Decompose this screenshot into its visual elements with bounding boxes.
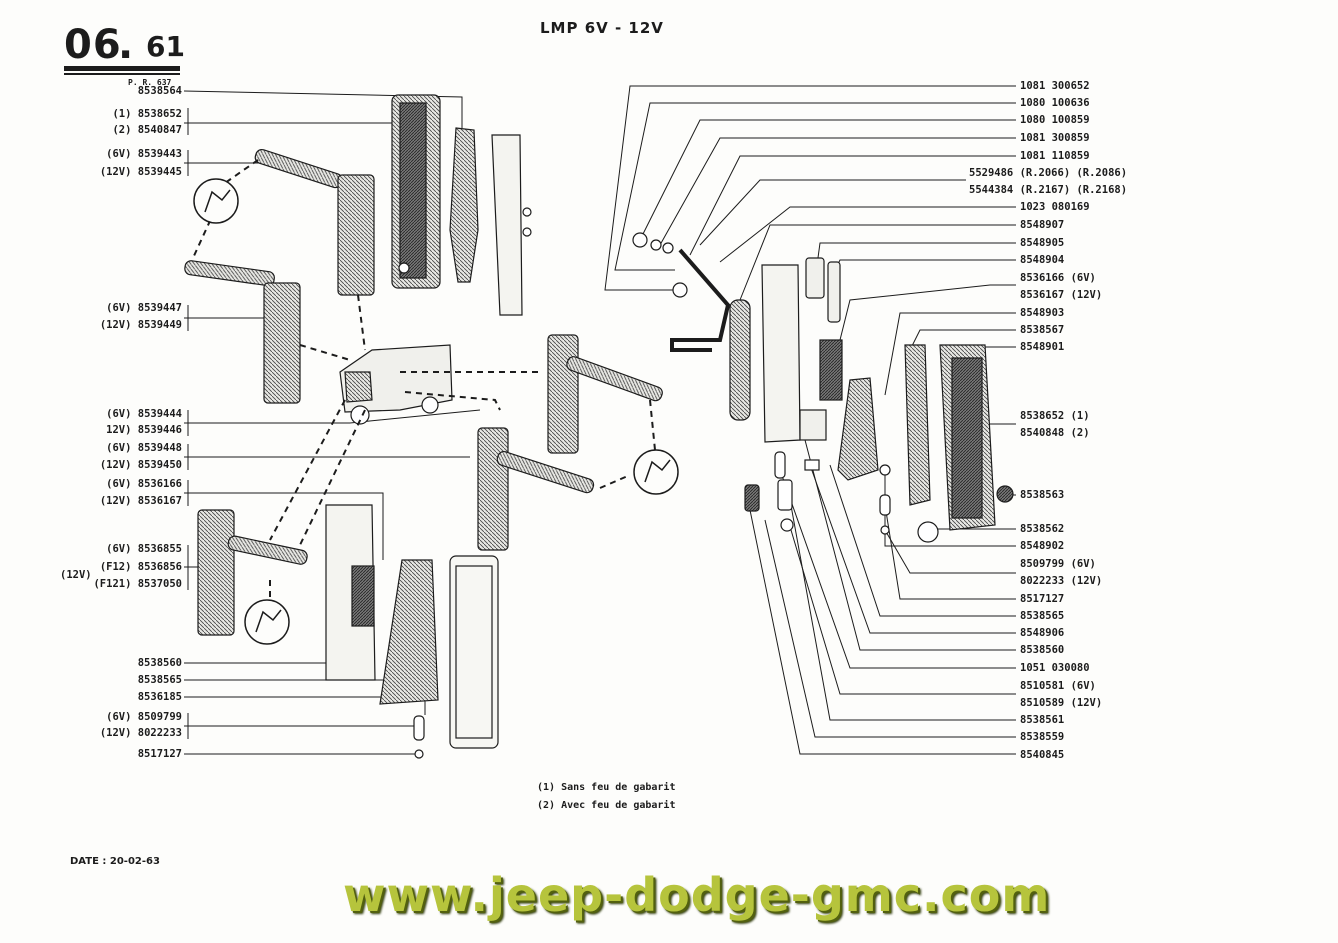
dashed-connectors [192,159,656,600]
part-label: (12V) 8539450 [99,459,182,471]
header-rule-thin [64,73,180,75]
right-cover [904,344,931,506]
part-label: (6V) 8536166 [106,478,182,490]
part-label: 8022233 (12V) [1020,575,1103,587]
lower-bracket [325,504,376,681]
part-label: (6V) 8539447 [106,302,182,314]
part-label: 5544384 (R.2167) (R.2168) [969,184,1128,196]
part-label: (12V) 8539445 [99,166,182,178]
part-label: 8538564 [137,85,182,97]
part-label: (F121) 8537050 [93,578,182,590]
part-label: 8538562 [1020,523,1065,535]
part-label: 1081 300859 [1020,132,1090,144]
part-label: 8536166 (6V) [1020,272,1096,284]
part-label: 8548906 [1020,627,1065,639]
part-label: (6V) 8539444 [106,408,182,420]
part-label: 8540848 (2) [1020,427,1090,439]
arm-lamp-bottom [197,509,235,636]
part-label: (6V) 8539448 [106,442,182,454]
part-label: 1023 080169 [1020,201,1090,213]
lower-lens [449,555,499,749]
part-label: (2) 8540847 [112,124,182,136]
part-label: (12V) 8536167 [99,495,182,507]
header-sub: P. R. 637 [128,78,172,87]
arm-lamp-top [254,148,343,189]
part-label: 8510589 (12V) [1020,697,1103,709]
header-rule [64,66,180,71]
part-label: 8509799 (6V) [1020,558,1096,570]
lamp-cover [449,127,479,283]
part-label: (1) 8538652 [112,108,182,120]
part-label: 8540845 [1020,749,1065,761]
part-label-group: (12V) [60,569,92,581]
part-label: 8536185 [137,691,182,703]
part-label: 12V) 8539446 [106,424,182,436]
detail-circle [633,449,679,495]
detail-circle [193,178,239,224]
part-label: 8538565 [1020,610,1065,622]
right-arm-lamp-1 [547,334,579,454]
part-label: 1080 100636 [1020,97,1090,109]
page-title: LMP 6V - 12V [540,19,664,37]
vehicle-sketch [339,344,453,425]
part-label: 8536167 (12V) [1020,289,1103,301]
part-label: (6V) 8539443 [106,148,182,160]
part-label: 8548902 [1020,540,1065,552]
arm-lamp-mid [184,260,275,287]
date-stamp: DATE : 20-02-63 [70,856,160,867]
part-label: 8538560 [1020,644,1065,656]
part-label: 5529486 (R.2066) (R.2086) [969,167,1128,179]
right-arm-lamp-2 [477,427,509,551]
part-label: 1081 300652 [1020,80,1090,92]
part-label: 8510581 (6V) [1020,680,1096,692]
part-label: 8548907 [1020,219,1065,231]
part-label: 8548904 [1020,254,1065,266]
part-label: (F12) 8536856 [99,561,182,573]
part-label: 8548901 [1020,341,1065,353]
right-bracket [761,264,801,443]
part-label: 8538563 [1020,489,1065,501]
nut-part [632,232,648,248]
part-label: (6V) 8509799 [106,711,182,723]
footnote-2: (2) Avec feu de gabarit [537,800,676,811]
part-label: (12V) 8022233 [99,727,182,739]
part-label: 8517127 [1020,593,1065,605]
part-label: 8517127 [137,748,182,760]
part-label: 1081 110859 [1020,150,1090,162]
part-label: 8538559 [1020,731,1065,743]
part-label: 8538565 [137,674,182,686]
footnote-1: (1) Sans feu de gabarit [537,782,676,793]
detail-circle [244,599,290,645]
part-label: 8538652 (1) [1020,410,1090,422]
page-number-major: 06 [64,22,122,68]
page-number-dot: . [118,22,135,68]
lower-cover [379,559,439,705]
part-label: 8538567 [1020,324,1065,336]
page-number-minor: 61 [146,30,185,63]
part-label: 8538561 [1020,714,1065,726]
part-label: 8548903 [1020,307,1065,319]
bulb-holder [819,339,843,401]
part-label: 8538560 [137,657,182,669]
part-label: (12V) 8539449 [99,319,182,331]
right-lens-small [729,299,751,421]
part-label: 8548905 [1020,237,1065,249]
part-label: 1080 100859 [1020,114,1090,126]
part-label: (6V) 8536855 [106,543,182,555]
lamp-bracket [491,134,523,316]
watermark: www.jeep-dodge-gmc.com [343,868,1051,922]
part-label: 1051 030080 [1020,662,1090,674]
